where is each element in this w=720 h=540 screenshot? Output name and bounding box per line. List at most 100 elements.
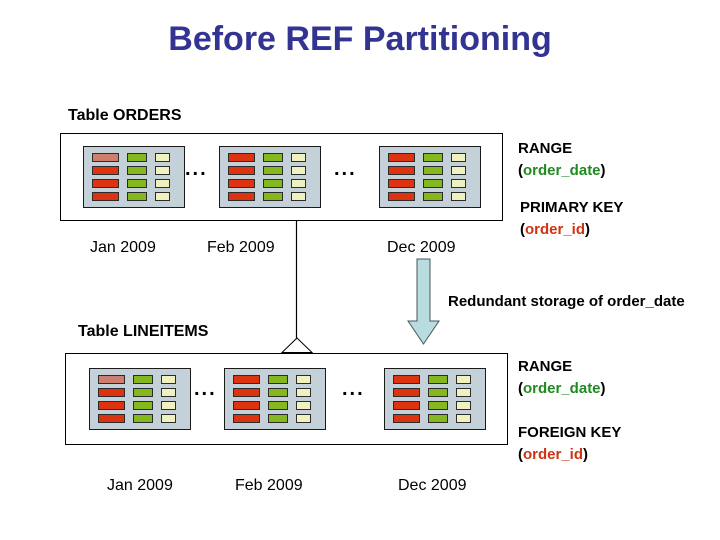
yellow-row-fragment [291,166,306,175]
lineitems-range-key: order_date [523,380,601,397]
yellow-row-fragment [291,153,306,162]
orders-ellipsis-1: ... [185,158,208,180]
orders-partition-label-dec: Dec 2009 [387,239,456,256]
green-row-fragment [263,179,283,188]
yellow-row-fragment [451,179,466,188]
partition-row [92,153,184,162]
partition-row [92,192,184,201]
green-row-fragment [268,401,288,410]
partition-row [98,375,190,384]
partition-row [92,166,184,175]
green-row-fragment [268,388,288,397]
green-row-fragment [428,388,448,397]
red-row-fragment [228,192,255,201]
red-row-fragment [98,375,125,384]
lineitems-foreign-key-annotation: FOREIGN KEY (order_id) [518,422,621,466]
yellow-row-fragment [296,414,311,423]
red-row-fragment [92,153,119,162]
yellow-row-fragment [291,192,306,201]
orders-pk-key: order_id [525,221,586,238]
orders-range-key-line: (order_date) [518,160,606,182]
green-row-fragment [127,153,147,162]
yellow-row-fragment [451,192,466,201]
green-row-fragment [428,375,448,384]
orders-range-key: order_date [523,162,601,179]
partition-row [228,166,320,175]
yellow-row-fragment [296,401,311,410]
green-row-fragment [268,414,288,423]
partition-row [393,388,485,397]
orders-ellipsis-2: ... [334,158,357,180]
orders-partition-label-feb: Feb 2009 [207,239,275,256]
lineitems-partition-jan [89,368,191,430]
partition-row [388,192,480,201]
redundant-storage-note: Redundant storage of order_date [448,293,685,310]
paren-close: ) [600,162,606,179]
lineitems-partition-feb [224,368,326,430]
orders-partition-feb [219,146,321,208]
orders-pk-key-line: (order_id) [520,219,623,241]
partition-row [393,375,485,384]
lineitems-range-annotation: RANGE (order_date) [518,356,606,400]
red-row-fragment [388,179,415,188]
partition-row [233,401,325,410]
green-row-fragment [263,192,283,201]
red-row-fragment [233,375,260,384]
lineitems-table-box: ... ... [65,353,508,445]
lineitems-fk-key: order_id [523,446,584,463]
lineitems-table-label: Table LINEITEMS [78,323,209,340]
green-row-fragment [423,192,443,201]
yellow-row-fragment [161,375,176,384]
yellow-row-fragment [155,153,170,162]
green-row-fragment [423,166,443,175]
partition-row [388,153,480,162]
lineitems-fk-label: FOREIGN KEY [518,424,622,441]
green-row-fragment [263,166,283,175]
green-row-fragment [133,375,153,384]
paren-close: ) [600,380,606,397]
red-row-fragment [388,166,415,175]
lineitems-partition-dec [384,368,486,430]
orders-partition-dec [379,146,481,208]
red-row-fragment [228,179,255,188]
paren-open: ( [518,380,523,397]
lineitems-ellipsis-1: ... [194,378,217,400]
green-row-fragment [127,179,147,188]
green-row-fragment [127,192,147,201]
partition-row [98,414,190,423]
orders-range-annotation: RANGE (order_date) [518,138,606,182]
yellow-row-fragment [161,414,176,423]
red-row-fragment [393,375,420,384]
red-row-fragment [92,192,119,201]
yellow-row-fragment [451,153,466,162]
yellow-row-fragment [456,375,471,384]
green-row-fragment [428,414,448,423]
yellow-row-fragment [161,388,176,397]
relationship-triangle-arrowhead-icon [280,337,314,353]
red-row-fragment [92,179,119,188]
red-row-fragment [228,166,255,175]
lineitems-partition-label-dec: Dec 2009 [398,477,467,494]
lineitems-range-label: RANGE [518,358,573,375]
red-row-fragment [393,414,420,423]
partition-row [233,375,325,384]
lineitems-partition-label-jan: Jan 2009 [107,477,173,494]
yellow-row-fragment [456,388,471,397]
yellow-row-fragment [155,179,170,188]
partition-row [228,179,320,188]
red-row-fragment [98,401,125,410]
lineitems-fk-key-line: (order_id) [518,444,621,466]
orders-table-box: ... ... [60,133,503,221]
red-row-fragment [388,153,415,162]
orders-partition-label-jan: Jan 2009 [90,239,156,256]
paren-close: ) [585,221,591,238]
yellow-row-fragment [155,192,170,201]
yellow-row-fragment [161,401,176,410]
red-row-fragment [98,414,125,423]
red-row-fragment [98,388,125,397]
red-row-fragment [233,388,260,397]
partition-row [233,414,325,423]
partition-row [393,401,485,410]
red-row-fragment [228,153,255,162]
green-row-fragment [263,153,283,162]
